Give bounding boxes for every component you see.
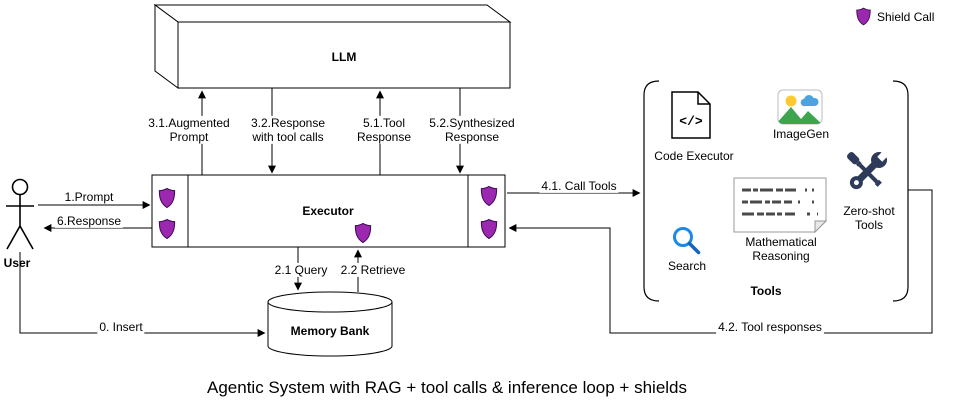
edge-label-prompt: 1.Prompt bbox=[62, 189, 116, 205]
legend-label: Shield Call bbox=[877, 10, 935, 24]
edge-label-response-tool-calls: 3.2.Response with tool calls bbox=[248, 115, 328, 145]
diagram-caption: Agentic System with RAG + tool calls & i… bbox=[206, 377, 688, 397]
edge-label-tool-responses: 4.2. Tool responses bbox=[716, 319, 824, 335]
imagegen-label: ImageGen bbox=[772, 126, 830, 141]
memory-bank-node bbox=[267, 291, 393, 357]
edge-label-insert: 0. Insert bbox=[97, 319, 145, 335]
edge-label-synthesized-response: 5.2.Synthesized Response bbox=[427, 115, 517, 145]
math-document-icon bbox=[733, 177, 828, 234]
zero-shot-label: Zero-shot Tools bbox=[843, 203, 895, 232]
tools-group-label: Tools bbox=[750, 283, 782, 298]
edge-label-tool-response: 5.1.Tool Response bbox=[354, 115, 414, 145]
math-reasoning-label: Mathematical Reasoning bbox=[745, 234, 817, 263]
memory-bank-label: Memory Bank bbox=[290, 323, 370, 338]
legend-shield-icon bbox=[856, 7, 871, 26]
llm-node bbox=[153, 4, 512, 89]
llm-label: LLM bbox=[331, 49, 357, 64]
edge-label-call-tools: 4.1. Call Tools bbox=[539, 178, 619, 194]
user-label: User bbox=[3, 255, 31, 270]
code-glyph: </> bbox=[679, 114, 703, 129]
code-executor-icon: </> bbox=[671, 91, 711, 139]
edge-insert bbox=[19, 252, 266, 337]
code-executor-label: Code Executor bbox=[654, 148, 734, 163]
user-icon bbox=[6, 178, 34, 250]
search-label: Search bbox=[667, 258, 707, 273]
executor-label: Executor bbox=[302, 203, 354, 218]
executor-node bbox=[151, 174, 506, 248]
imagegen-icon bbox=[777, 89, 823, 125]
search-icon bbox=[673, 227, 701, 255]
edge-label-query: 2.1 Query bbox=[272, 262, 330, 278]
edge-label-augmented-prompt: 3.1.Augmented Prompt bbox=[146, 115, 232, 145]
edge-label-response: 6.Response bbox=[54, 213, 124, 229]
edge-label-retrieve: 2.2 Retrieve bbox=[338, 262, 408, 278]
zero-shot-tools-icon bbox=[847, 150, 889, 190]
tools-group-brackets bbox=[643, 80, 909, 302]
